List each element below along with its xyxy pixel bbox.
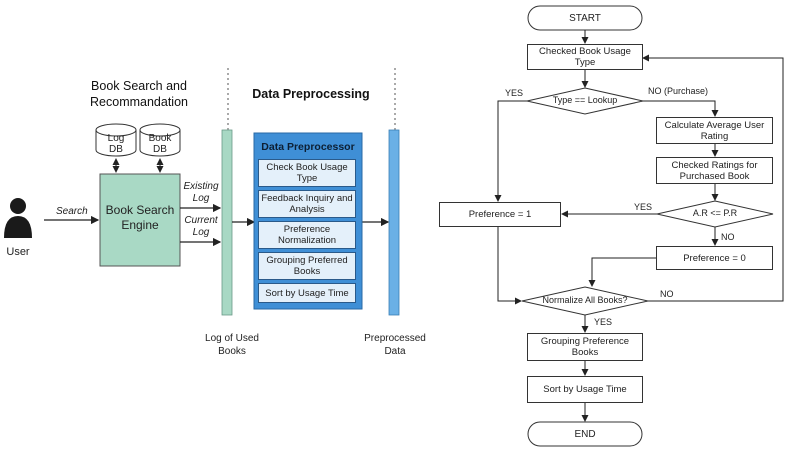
preprocessor-step-4: Grouping Preferred Books (258, 252, 356, 280)
end-label: END (574, 428, 596, 440)
data-bar (388, 129, 400, 316)
log-of-used-books-label: Log of Used Books (205, 333, 259, 357)
no-label-3: NO (660, 289, 674, 299)
current-log-label: Current Log (184, 215, 218, 238)
checked-usage-type-box: Checked Book Usage Type (527, 44, 643, 70)
end-terminal (527, 421, 643, 447)
existing-log-label: Existing Log (183, 181, 219, 204)
decision-ar-label: A.R <= P.R (692, 208, 738, 218)
preference-one-box: Preference = 1 (439, 202, 561, 227)
decision-normalize-label: Normalize All Books? (542, 295, 628, 305)
yes-label-3: YES (594, 317, 613, 327)
preprocessing-title: Data Preprocessing (252, 87, 370, 101)
no-label-2: NO (721, 232, 735, 242)
start-label: START (569, 12, 601, 24)
grouping-box: Grouping Preference Books (527, 333, 643, 361)
book-db-label: Book DB (148, 133, 172, 155)
book-db-cylinder (139, 123, 181, 157)
section-title: Book Search and Recommandation (90, 79, 188, 109)
log-db-label: Log DB (107, 133, 125, 155)
preprocessor-step-1: Check Book Usage Type (258, 159, 356, 187)
preprocessor-step-2: Feedback Inquiry and Analysis (258, 190, 356, 218)
decision-type-shape (526, 87, 644, 115)
engine-label: Book Search Engine (105, 203, 175, 232)
user-icon (4, 198, 32, 238)
decision-type-label: Type == Lookup (552, 95, 618, 105)
preference-zero-box: Preference = 0 (656, 246, 773, 270)
preprocessor-step-3: Preference Normalization (258, 221, 356, 249)
search-label: Search (56, 206, 88, 217)
flow-connectors (494, 30, 784, 422)
yes-label-2: YES (634, 202, 653, 212)
log-db-cylinder (95, 123, 137, 157)
calc-avg-rating-box: Calculate Average User Rating (656, 117, 773, 144)
sort-box: Sort by Usage Time (527, 376, 643, 403)
no-purchase-label: NO (Purchase) (648, 86, 709, 96)
engine-box (99, 173, 181, 267)
preprocessed-data-label: Preprocessed Data (364, 333, 426, 357)
checked-ratings-box: Checked Ratings for Purchased Book (656, 157, 773, 184)
log-bar (221, 129, 233, 316)
yes-label-1: YES (505, 88, 524, 98)
user-label: User (6, 246, 30, 258)
preprocessor-step-5: Sort by Usage Time (258, 283, 356, 303)
preprocessor-title: Data Preprocessor (261, 140, 355, 153)
